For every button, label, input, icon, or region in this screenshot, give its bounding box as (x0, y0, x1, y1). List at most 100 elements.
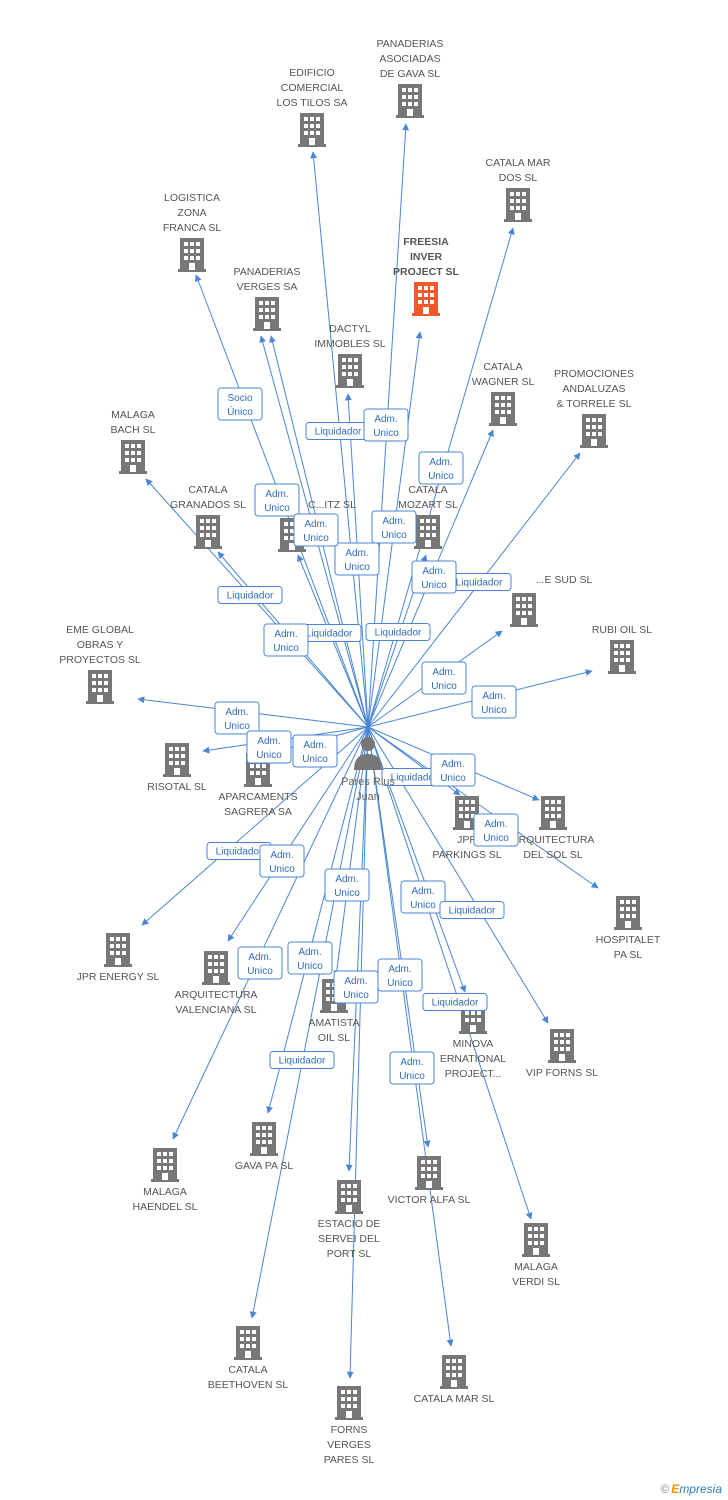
role-label: Adm.Unico (297, 947, 323, 972)
relation-edge (367, 726, 599, 889)
relation-edge (172, 726, 369, 1140)
role-badge[interactable]: Adm.Unico (371, 510, 417, 544)
role-label: Adm.Unico (428, 457, 454, 482)
company-node-catala-ritz[interactable]: C...ITZ SL (278, 499, 356, 552)
role-label: Adm.Unico (302, 740, 328, 765)
company-node-gava-pa[interactable]: GAVA PA SL (235, 1122, 294, 1172)
company-node-jpr-energy[interactable]: JPR ENERGY SL (77, 933, 160, 983)
role-badge[interactable]: Liquidador (439, 901, 505, 919)
role-badge[interactable]: Adm.Unico (389, 1051, 435, 1085)
building-icon (522, 1223, 550, 1257)
company-label: RUBI OIL SL (592, 624, 652, 636)
role-label: Adm.Unico (343, 976, 369, 1001)
role-label: Liquidador (432, 998, 479, 1009)
role-badge[interactable]: Adm.Unico (237, 946, 283, 980)
role-badge[interactable]: Adm.Unico (333, 970, 379, 1004)
role-badge[interactable]: Adm.Unico (334, 542, 380, 576)
role-badge[interactable]: Liquidador (305, 422, 371, 440)
role-badge[interactable]: Adm.Unico (411, 560, 457, 594)
role-badge[interactable]: Adm.Unico (292, 734, 338, 768)
building-icon (335, 1386, 363, 1420)
role-badge[interactable]: Adm.Unico (363, 408, 409, 442)
company-node-catala-mar[interactable]: CATALA MAR SL (414, 1355, 495, 1405)
role-badge[interactable]: Adm.Unico (293, 513, 339, 547)
role-badge[interactable]: Adm.Unico (259, 844, 305, 878)
company-node-risotal[interactable]: RISOTAL SL (147, 743, 207, 793)
role-label: Liquidador (279, 1056, 326, 1067)
building-icon (548, 1029, 576, 1063)
role-badge[interactable]: Liquidador (217, 586, 283, 604)
role-badge[interactable]: Adm.Unico (246, 730, 292, 764)
role-badge[interactable]: Adm.Unico (400, 880, 446, 914)
role-badge[interactable]: Liquidador (422, 993, 488, 1011)
role-label: Adm.Unico (273, 629, 299, 654)
company-node-victor-alfa[interactable]: VICTOR ALFA SL (388, 1156, 471, 1206)
role-label: Adm.Unico (410, 886, 436, 911)
role-label: Adm.Unico (373, 414, 399, 439)
company-node-vip-forns[interactable]: VIP FORNS SL (526, 1029, 598, 1079)
role-badge[interactable]: Liquidador (269, 1051, 335, 1069)
role-label: Adm.Unico (247, 952, 273, 977)
building-icon (194, 515, 222, 549)
building-icon (250, 1122, 278, 1156)
building-icon (415, 1156, 443, 1190)
role-badge[interactable]: Liquidador (446, 573, 512, 591)
company-label: VICTOR ALFA SL (388, 1194, 471, 1206)
company-label: ...E SUD SL (536, 574, 593, 586)
building-icon (104, 933, 132, 967)
role-badge[interactable]: Adm.Unico (263, 623, 309, 657)
role-badge[interactable]: Adm.Unico (471, 685, 517, 719)
role-label: Liquidador (216, 847, 263, 858)
role-badge[interactable]: Liquidador (365, 623, 431, 641)
role-badge[interactable]: Adm.Unico (287, 941, 333, 975)
role-badge[interactable]: Adm.Unico (421, 661, 467, 695)
company-node-catala-sud[interactable]: ...E SUD SL (510, 574, 592, 627)
role-badge[interactable]: Adm.Unico (254, 483, 300, 517)
role-label: Adm.Unico (483, 819, 509, 844)
company-label: GAVA PA SL (235, 1160, 294, 1172)
role-badge[interactable]: Adm.Unico (418, 451, 464, 485)
relation-edge (345, 726, 369, 1172)
company-node-rubi-oil[interactable]: RUBI OIL SL (592, 624, 652, 674)
role-badge[interactable]: Adm.Unico (324, 868, 370, 902)
role-badge[interactable]: Adm.Unico (377, 958, 423, 992)
role-badge[interactable]: Adm.Unico (430, 753, 476, 787)
relation-edge (227, 726, 369, 942)
role-badge[interactable]: Adm.Unico (214, 701, 260, 735)
role-badge[interactable]: Adm.Unico (473, 813, 519, 847)
